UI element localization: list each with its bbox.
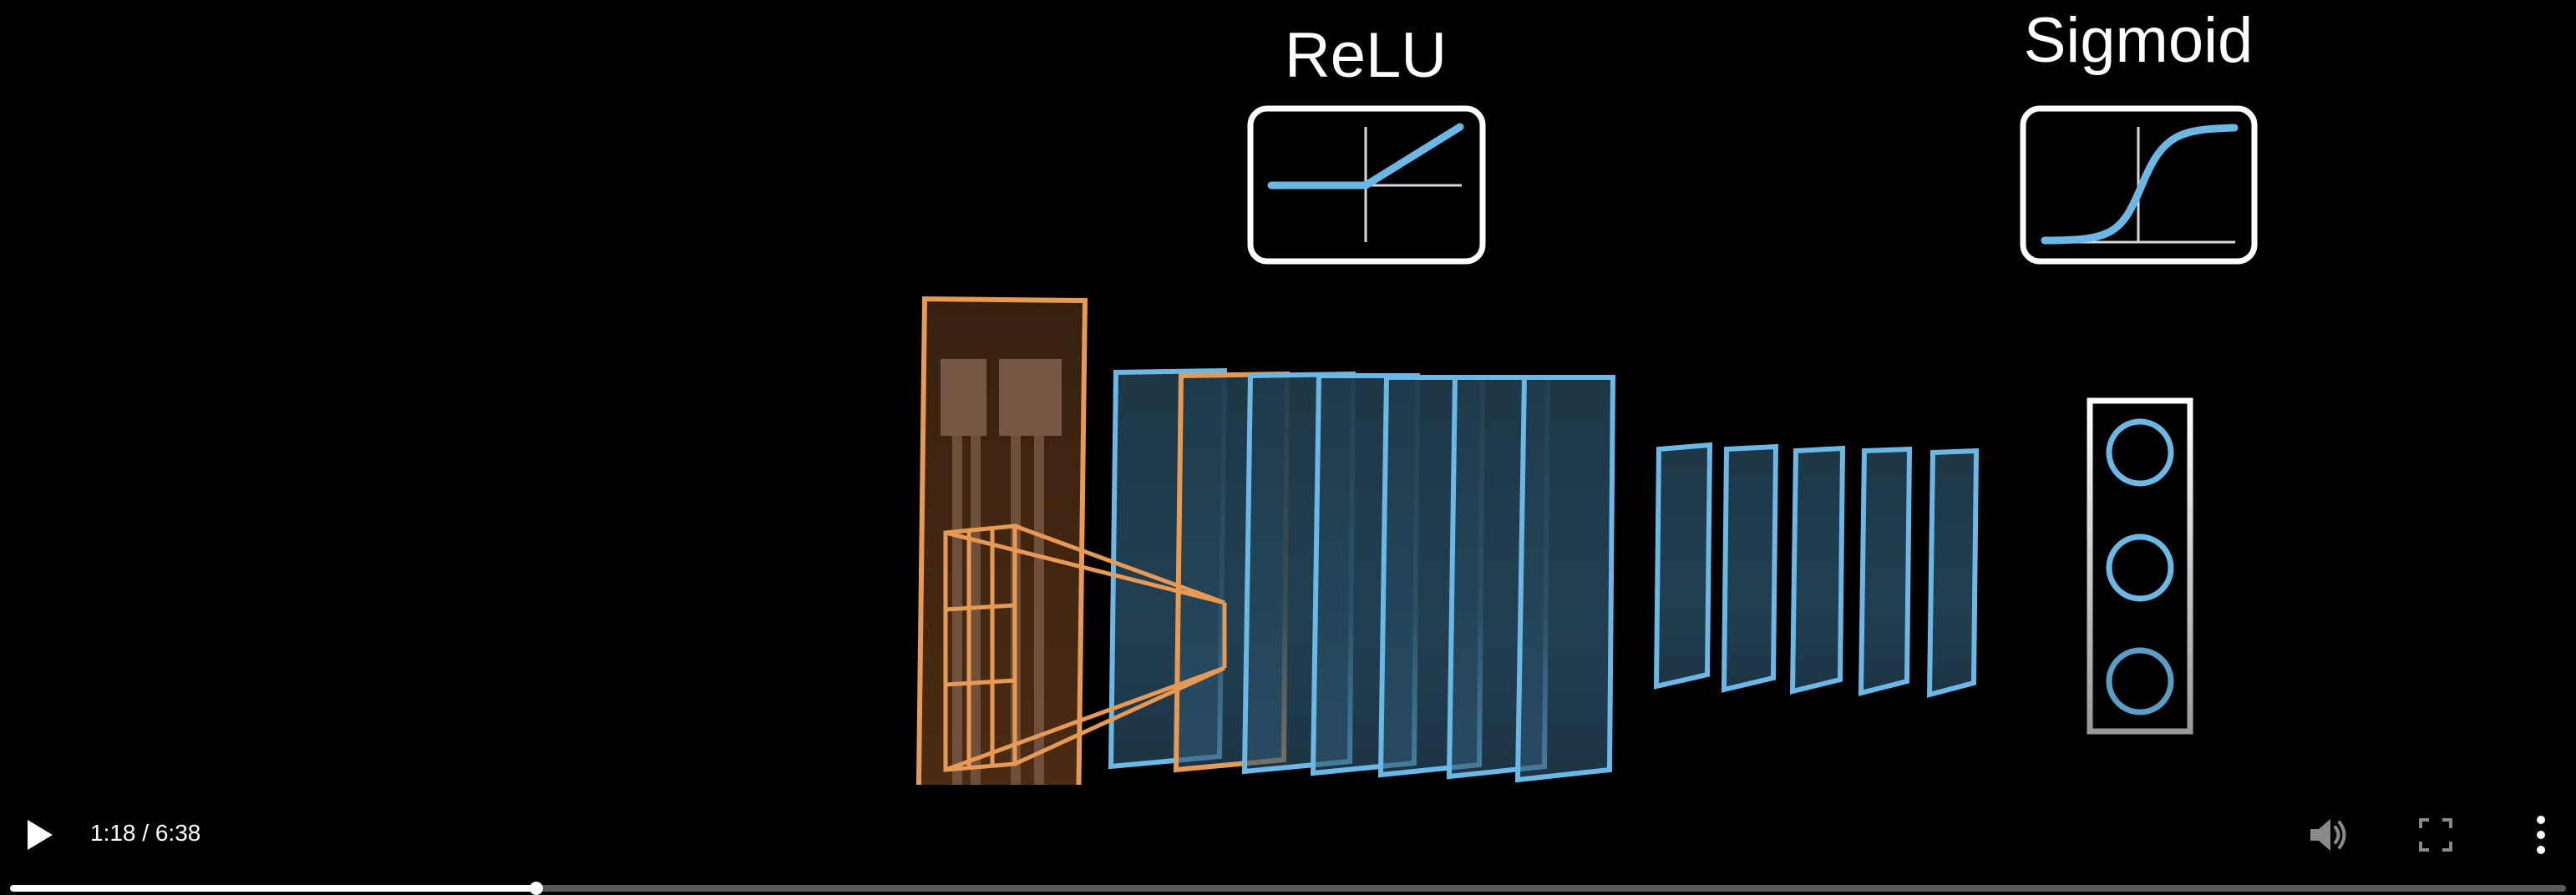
relu-label: ReLU: [1285, 20, 1447, 91]
fullscreen-button[interactable]: [2416, 817, 2456, 857]
volume-icon: [2309, 817, 2349, 857]
output-neuron: [2106, 647, 2174, 715]
volume-button[interactable]: [2307, 815, 2350, 858]
time-separator: /: [135, 820, 155, 846]
player-controls: 1:18 / 6:38: [0, 785, 2576, 895]
progress-handle[interactable]: [530, 882, 544, 895]
network-diagram: ReLU Sigmoid: [915, 5, 2258, 785]
output-layer: [2087, 397, 2193, 735]
more-options-button[interactable]: [2524, 813, 2558, 860]
output-neuron: [2106, 533, 2174, 602]
current-time: 1:18: [90, 820, 136, 846]
more-options-icon: [2536, 815, 2546, 859]
input-image-layer: [915, 296, 1088, 785]
output-neuron: [2106, 418, 2174, 487]
feature-map-stack: [1108, 367, 1616, 783]
sigmoid-graph-icon: [2020, 105, 2258, 265]
fullscreen-icon: [2419, 817, 2452, 856]
progress-bar[interactable]: [10, 882, 2566, 895]
sigmoid-label: Sigmoid: [2024, 5, 2254, 76]
duration: 6:38: [155, 820, 201, 846]
relu-graph-icon: [1247, 105, 1486, 265]
time-display: 1:18 / 6:38: [90, 817, 200, 850]
play-button[interactable]: [20, 817, 60, 857]
dense-layers: [1653, 442, 1980, 698]
progress-fill: [10, 885, 537, 892]
play-icon: [26, 818, 54, 856]
convolution-window: [943, 523, 1227, 772]
